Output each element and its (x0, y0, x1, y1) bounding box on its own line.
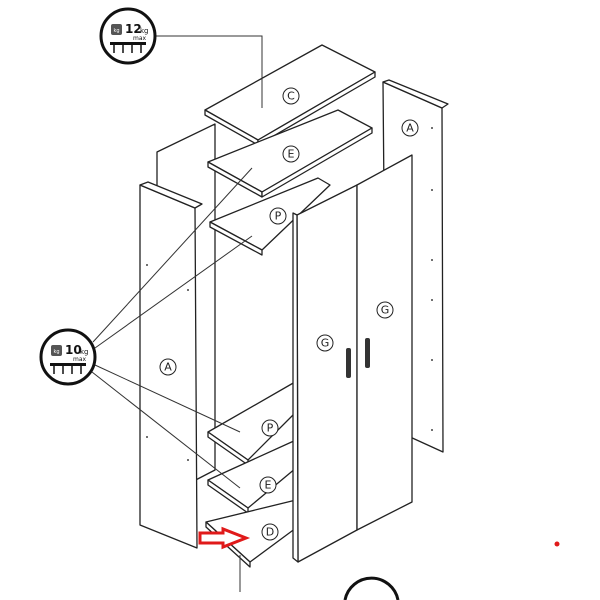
down-arrows-icon (53, 366, 82, 374)
svg-text:kg: kg (140, 27, 149, 35)
label-lower-shelf-p: P (261, 419, 279, 437)
svg-text:10: 10 (65, 343, 82, 357)
label-lower-shelf-e: E (259, 476, 277, 494)
svg-text:A: A (406, 122, 414, 135)
svg-text:C: C (287, 90, 295, 103)
svg-text:kg: kg (53, 349, 59, 355)
svg-text:E: E (288, 148, 295, 161)
svg-text:P: P (275, 210, 282, 223)
svg-text:kg: kg (113, 28, 119, 34)
label-top-shelf: C (282, 87, 300, 105)
weight-icon (51, 345, 62, 356)
svg-text:max: max (73, 356, 87, 363)
svg-text:12: 12 (125, 22, 142, 36)
label-upper-shelf-e: E (282, 145, 300, 163)
label-left-door: G (316, 334, 334, 352)
weight-badge-top: kg 12 kg max (99, 7, 157, 65)
partial-badge (343, 576, 400, 600)
down-arrows-icon (113, 45, 142, 53)
leader-lines (91, 35, 263, 489)
label-bottom-shelf: D (261, 523, 279, 541)
svg-text:P: P (267, 422, 274, 435)
label-left-side-panel: A (159, 358, 177, 376)
svg-text:E: E (265, 479, 272, 492)
right-door (356, 154, 413, 531)
weight-icon (111, 24, 122, 35)
svg-text:A: A (164, 361, 172, 374)
label-right-side-panel: A (401, 119, 419, 137)
door-handle (365, 338, 370, 368)
red-dot (554, 541, 560, 547)
door-handle (346, 348, 351, 378)
bottom-shelf-d (205, 499, 297, 592)
red-arrow-icon (198, 526, 251, 550)
svg-text:D: D (266, 526, 274, 539)
svg-text:kg: kg (80, 348, 89, 356)
label-right-door: G (376, 301, 394, 319)
weight-badge-shelves: kg 10 kg max (39, 328, 97, 386)
svg-text:G: G (381, 304, 390, 317)
label-upper-shelf-p: P (269, 207, 287, 225)
svg-text:max: max (133, 35, 147, 42)
left-door (292, 184, 358, 563)
svg-text:G: G (321, 337, 330, 350)
